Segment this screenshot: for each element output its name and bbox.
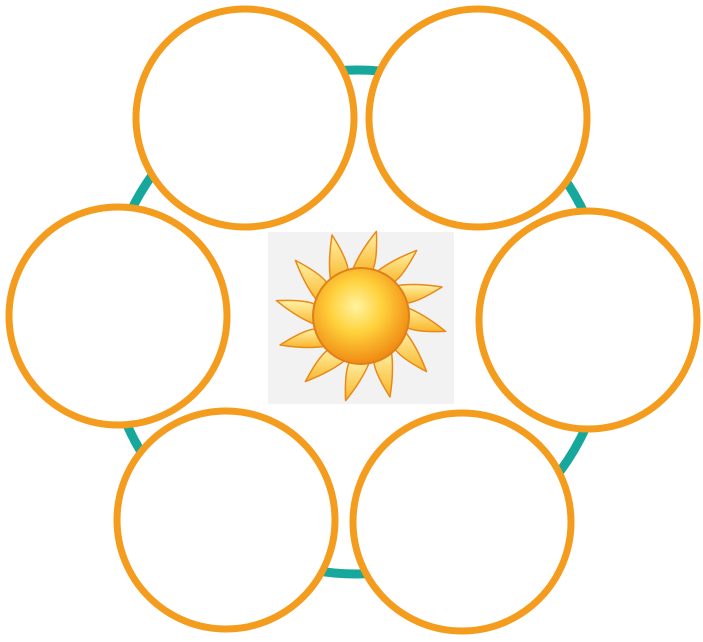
node-circle [9, 207, 227, 425]
node-top-right [369, 9, 587, 227]
node-circle [353, 413, 571, 631]
node-top-left [136, 9, 354, 227]
node-right [479, 211, 697, 429]
node-circle [369, 9, 587, 227]
node-circle [479, 211, 697, 429]
node-circle [117, 411, 335, 629]
sun-core [313, 268, 409, 364]
sun-icon [268, 231, 454, 404]
node-bottom-right [353, 413, 571, 631]
node-bottom-left [117, 411, 335, 629]
node-left [9, 207, 227, 425]
node-circle [136, 9, 354, 227]
